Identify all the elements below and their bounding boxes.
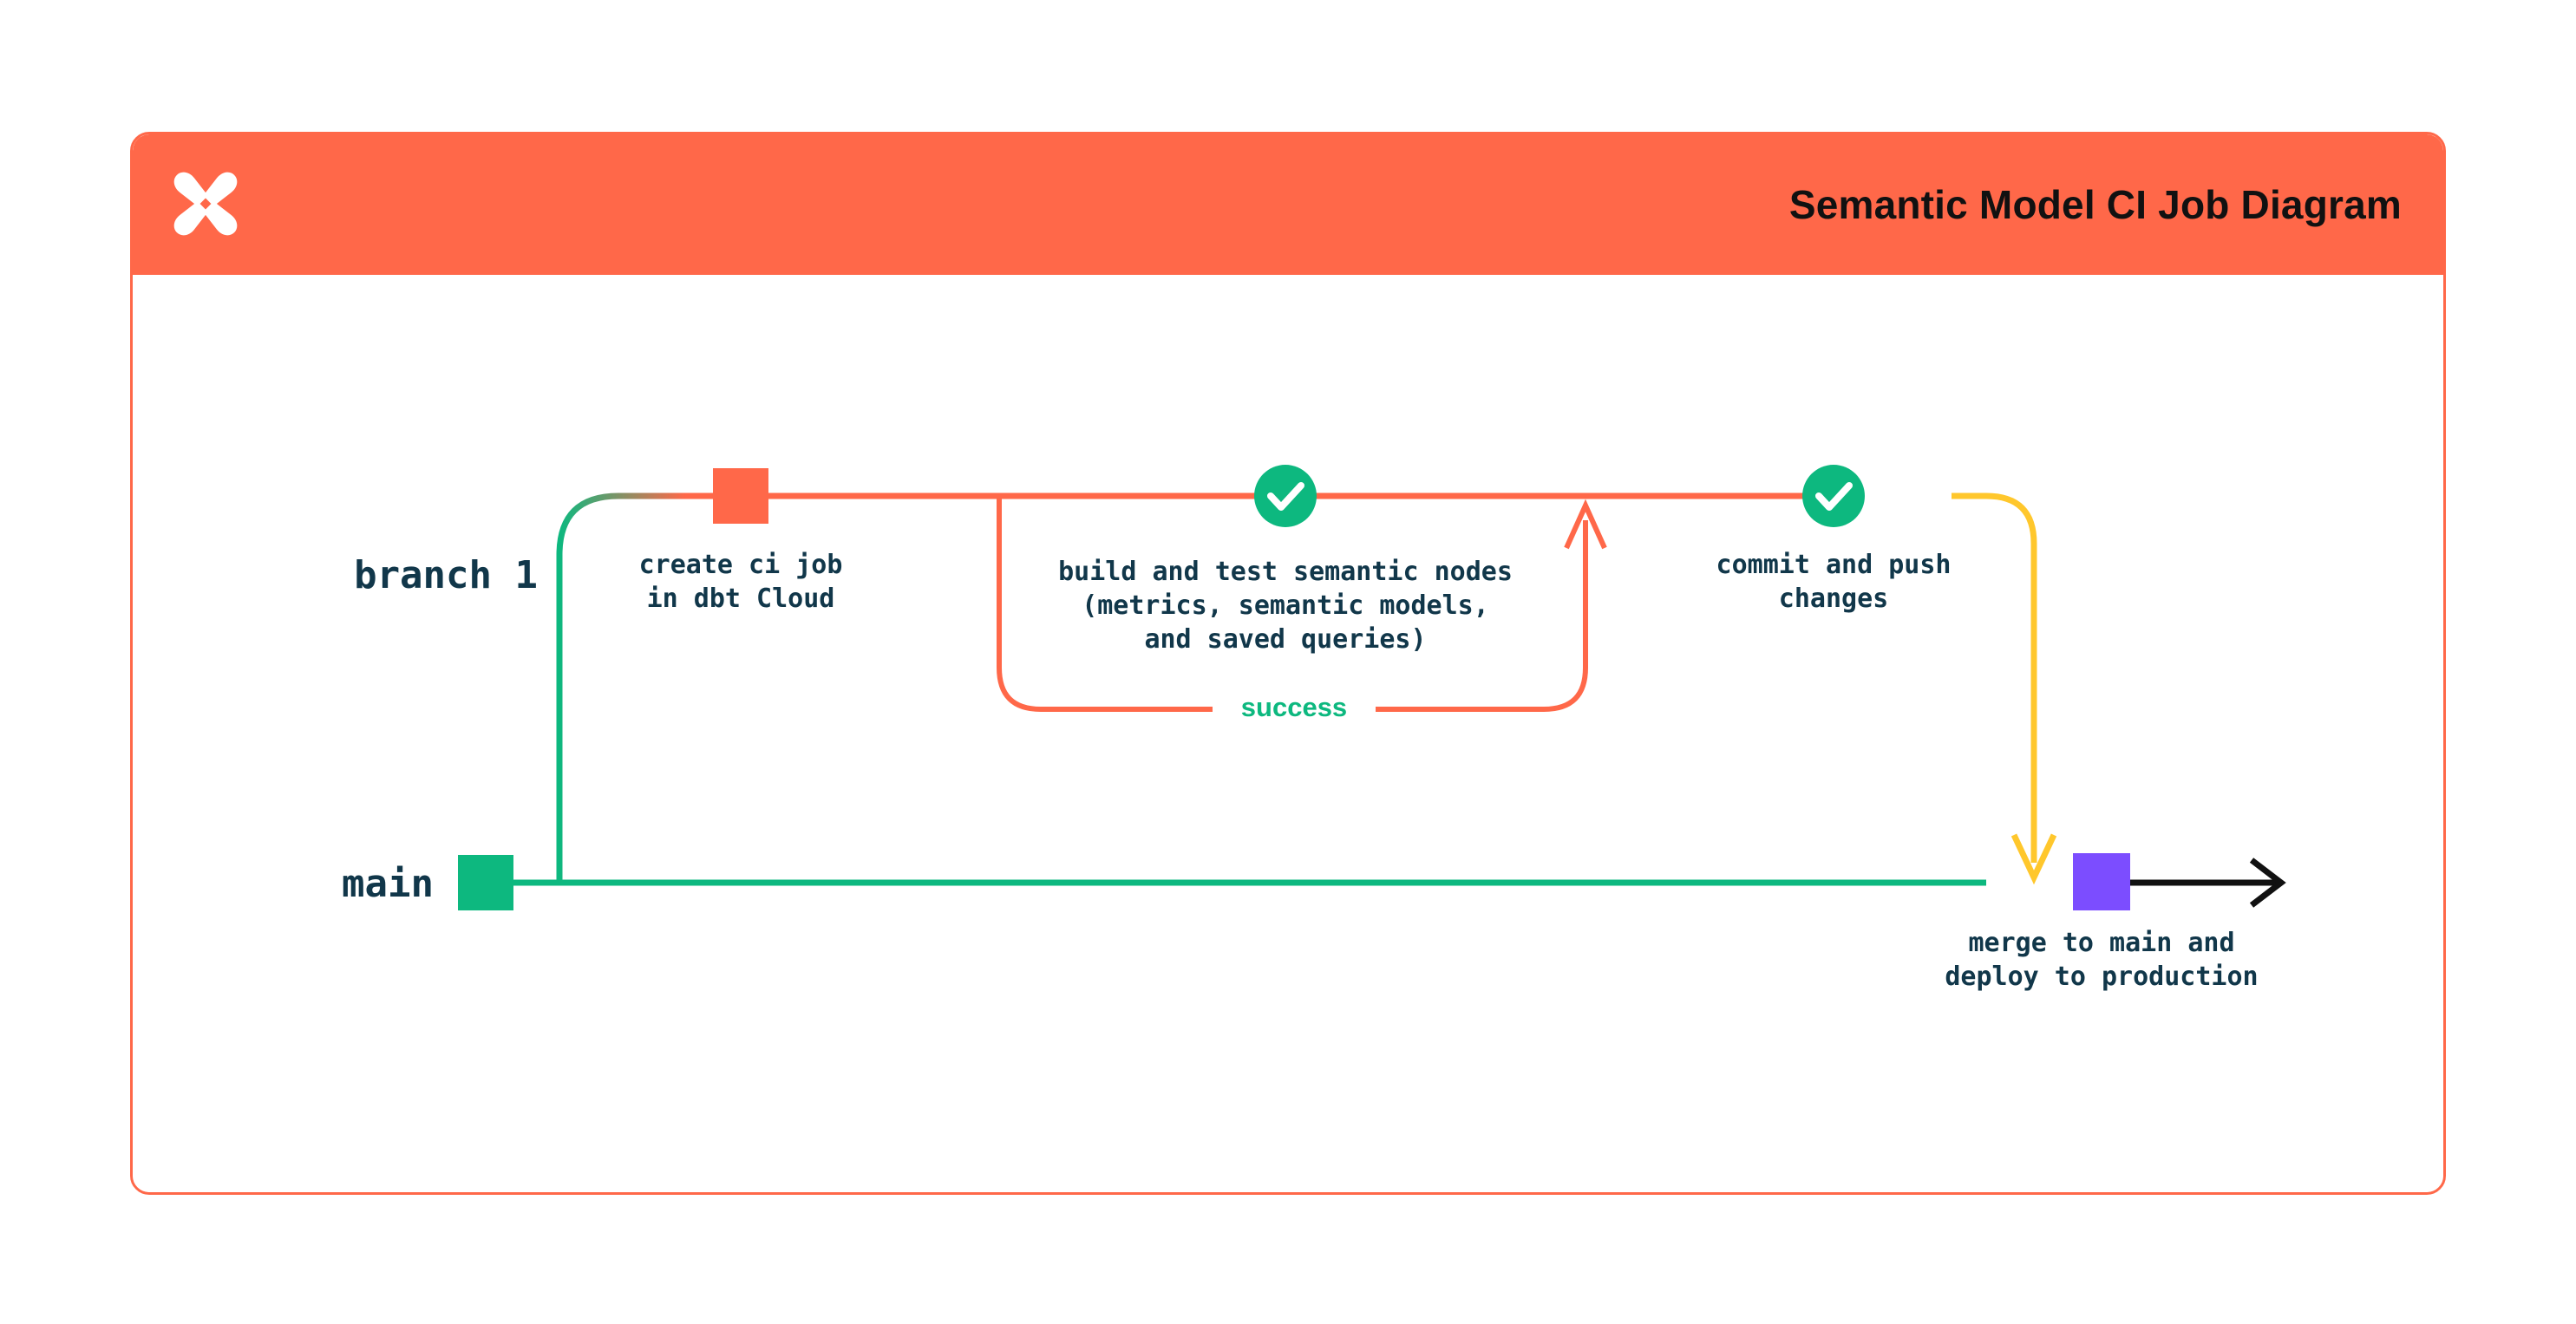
lane-label-branch-1: branch 1 (354, 553, 538, 597)
caption-create-ci-job: create ci job in dbt Cloud (638, 550, 843, 614)
edge-label-success: success (1213, 692, 1376, 723)
card-body (133, 275, 2443, 1192)
lane-label-main: main (342, 862, 434, 906)
dbt-x-logo-icon (173, 172, 238, 236)
caption-build-and-test: build and test semantic nodes (metrics, … (1058, 557, 1513, 655)
card-header: Semantic Model CI Job Diagram (133, 134, 2443, 275)
caption-commit-and-push: commit and push changes (1716, 550, 1952, 614)
page-title: Semantic Model CI Job Diagram (1788, 182, 2402, 227)
diagram-card: Semantic Model CI Job Diagram (130, 132, 2446, 1195)
caption-merge-to-main: merge to main and deploy to production (1945, 928, 2259, 992)
